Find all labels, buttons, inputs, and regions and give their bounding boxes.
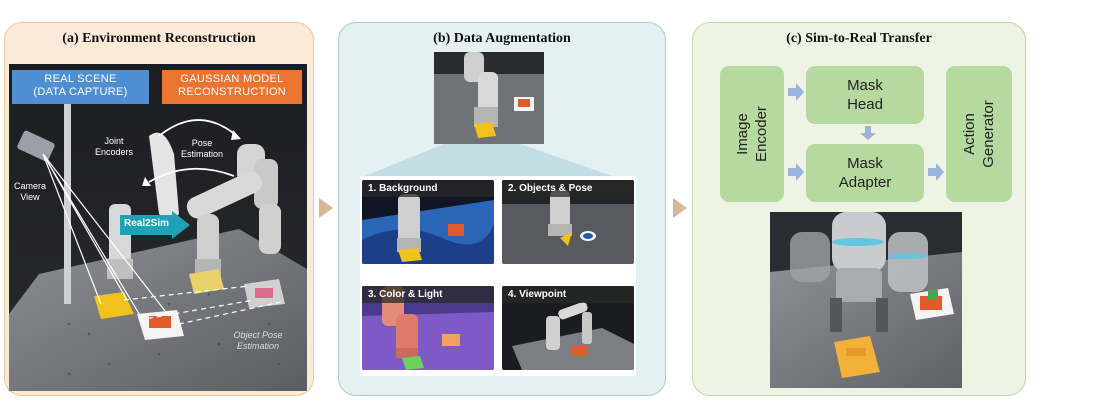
aug-objects-label: 2. Objects & Pose: [502, 180, 634, 197]
aug-viewpoint: 4. Viewpoint: [502, 286, 634, 370]
mask-head-line1: Mask: [847, 77, 883, 94]
pose-estimation-line1: Pose: [191, 138, 213, 148]
real-robot-illustration: [770, 212, 962, 388]
arrow-encoder-to-adapter: [788, 163, 804, 181]
aug-viewpoint-label: 4. Viewpoint: [502, 286, 634, 303]
pose-estimation-label: Pose Estimation: [172, 138, 232, 160]
real-scene-illustration: [9, 64, 307, 391]
action-generator-block: Action Generator: [946, 66, 1012, 202]
gaussian-tag-line1: GAUSSIAN MODEL: [180, 73, 284, 85]
arrow-adapter-to-generator: [928, 163, 944, 181]
image-encoder-text: Image Encoder: [733, 106, 771, 162]
mask-adapter-line2: Adapter: [838, 174, 892, 191]
camera-view-line1: Camera: [13, 181, 46, 191]
real2sim-arrow-shape: [120, 211, 190, 239]
real-scene-tag: REAL SCENE (DATA CAPTURE): [12, 70, 149, 104]
aug-color-light: 3. Color & Light: [362, 286, 494, 370]
object-pose-line1: Object Pose: [233, 330, 283, 340]
action-generator-text: Action Generator: [960, 100, 998, 168]
panel-c-arrows: [788, 83, 944, 181]
real-scene-tag-line2: (DATA CAPTURE): [33, 86, 128, 98]
gaussian-tag-line2: RECONSTRUCTION: [177, 86, 287, 98]
augmentation-source-image: [434, 52, 544, 144]
arrow-encoder-to-head: [788, 83, 804, 101]
real-robot-photo: [770, 212, 962, 388]
mask-head-line2: Head: [847, 96, 883, 113]
image-encoder-line2: Encoder: [753, 106, 770, 162]
aug-objects-pose: 2. Objects & Pose: [502, 180, 634, 264]
mask-head-block: Mask Head: [806, 66, 924, 124]
panel-b-title: (b) Data Augmentation: [433, 31, 571, 46]
panel-a-title: (a) Environment Reconstruction: [62, 31, 256, 46]
pose-estimation-line2: Estimation: [180, 149, 224, 159]
action-generator-line1: Action: [961, 113, 979, 155]
object-pose-estimation-label: Object Pose Estimation: [218, 330, 298, 352]
mask-adapter-block: Mask Adapter: [806, 144, 924, 202]
object-pose-line2: Estimation: [236, 341, 280, 351]
real2sim-label: Real2Sim: [124, 218, 170, 229]
joint-encoders-line2: Encoders: [94, 147, 134, 157]
arrow-head-to-adapter: [860, 126, 876, 140]
image-encoder-line1: Image: [734, 113, 751, 155]
panel-c-title: (c) Sim-to-Real Transfer: [786, 31, 932, 46]
joint-encoders-label: Joint Encoders: [84, 136, 144, 158]
aug-background-label: 1. Background: [362, 180, 494, 197]
real2sim-arrow: Real2Sim: [120, 211, 190, 239]
gaussian-model-tag: GAUSSIAN MODEL RECONSTRUCTION: [162, 70, 302, 104]
mask-adapter-line1: Mask: [847, 155, 883, 172]
image-encoder-block: Image Encoder: [720, 66, 784, 202]
source-scene-illustration: [434, 52, 544, 144]
real-scene-tag-line1: REAL SCENE: [44, 73, 117, 85]
mask-head-text: Mask Head: [847, 76, 883, 114]
flow-arrow-a-to-b: [319, 198, 333, 218]
camera-view-label: Camera View: [10, 181, 50, 203]
flow-arrow-b-to-c: [673, 198, 687, 218]
action-generator-line2: Generator: [980, 100, 998, 168]
aug-background: 1. Background: [362, 180, 494, 264]
mask-adapter-text: Mask Adapter: [839, 154, 892, 192]
joint-encoders-line1: Joint: [104, 136, 124, 146]
aug-color-label: 3. Color & Light: [362, 286, 494, 303]
real-scene-photo: [9, 64, 307, 391]
camera-view-line2: View: [20, 192, 40, 202]
augmentation-fan: [360, 144, 618, 178]
